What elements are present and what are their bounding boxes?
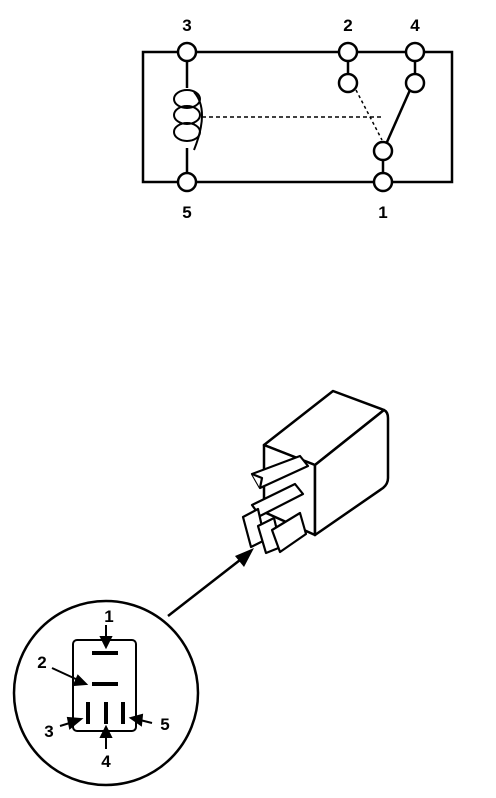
terminal-4-node bbox=[404, 41, 426, 63]
schematic-labels: 3 2 4 5 1 bbox=[182, 16, 420, 222]
pin-3-slot bbox=[86, 702, 90, 724]
pin-2-slot bbox=[92, 682, 118, 686]
terminal-3-node bbox=[176, 41, 198, 63]
terminal-1-node bbox=[372, 171, 394, 193]
pin-2-label: 2 bbox=[37, 653, 46, 672]
relay-pin-right bbox=[270, 511, 308, 554]
pin-4-slot bbox=[104, 702, 108, 724]
common-contact bbox=[372, 140, 394, 162]
schematic-terminals bbox=[176, 41, 426, 193]
coil-winding bbox=[173, 89, 203, 151]
terminal-5-node bbox=[176, 171, 198, 193]
pin-4-label: 4 bbox=[101, 752, 111, 771]
relay-side-face bbox=[313, 408, 390, 537]
pin-5-slot bbox=[121, 702, 125, 724]
connector-leader-arrows bbox=[51, 625, 153, 749]
relay-housing-outline bbox=[141, 50, 454, 184]
connector-slots bbox=[86, 651, 125, 724]
pin-5-label: 5 bbox=[160, 715, 169, 734]
relay-pin-top-side bbox=[251, 472, 264, 489]
relay-pins bbox=[241, 454, 310, 555]
switch-arm bbox=[385, 89, 412, 143]
terminal-4-label: 4 bbox=[410, 16, 420, 35]
terminal-5-label: 5 bbox=[182, 203, 191, 222]
connector-pin-view: 1 2 3 4 5 bbox=[12, 599, 200, 787]
relay-schematic bbox=[141, 50, 454, 184]
nc-contact bbox=[337, 72, 359, 94]
pointer-arrow bbox=[167, 548, 254, 617]
no-contact bbox=[404, 72, 426, 94]
terminal-2-label: 2 bbox=[343, 16, 352, 35]
pin-1-label: 1 bbox=[104, 607, 113, 626]
nc-dashed-link bbox=[355, 89, 383, 141]
terminal-1-label: 1 bbox=[378, 203, 387, 222]
relay-3d-illustration bbox=[241, 389, 390, 555]
connector-labels: 1 2 3 4 5 bbox=[37, 607, 169, 771]
pin-1-slot bbox=[92, 651, 118, 655]
terminal-2-node bbox=[337, 41, 359, 63]
terminal-3-label: 3 bbox=[182, 16, 191, 35]
pin-3-label: 3 bbox=[44, 722, 53, 741]
